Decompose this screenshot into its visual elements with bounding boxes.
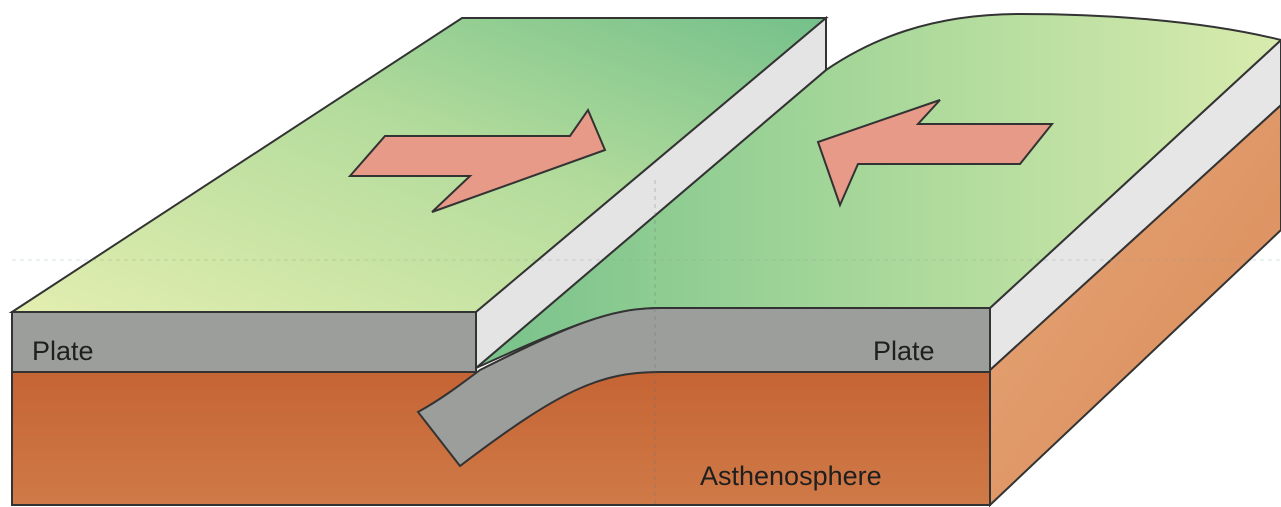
- right-plate-label: Plate: [873, 336, 935, 366]
- left-plate-label: Plate: [32, 336, 94, 366]
- asthenosphere-label: Asthenosphere: [700, 461, 882, 491]
